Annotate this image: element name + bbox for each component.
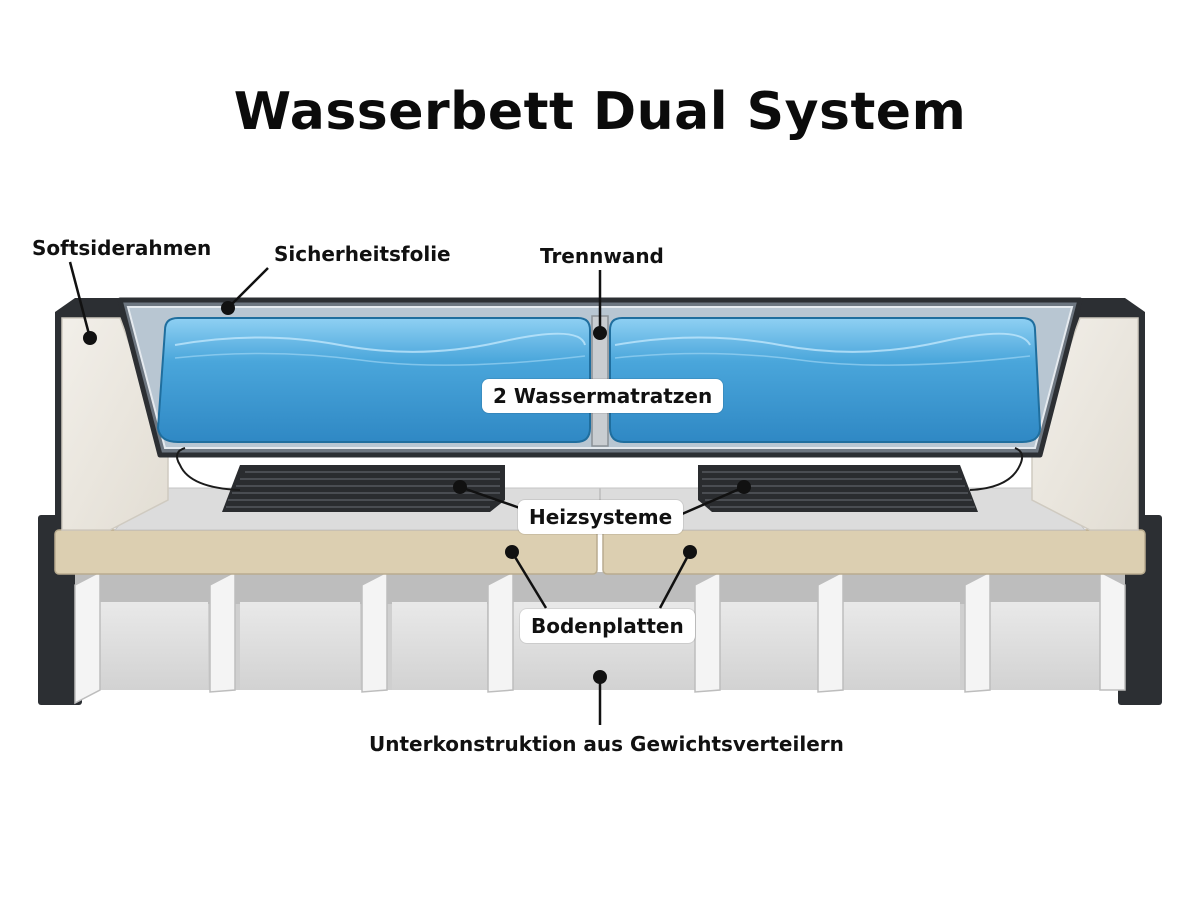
diagram-title: Wasserbett Dual System: [233, 82, 967, 142]
label-water-mattresses: 2 Wassermatratzen: [482, 379, 724, 413]
callout-lines: [68, 261, 745, 725]
weight-distributor-boards: [74, 570, 1126, 705]
heater-left: [222, 465, 505, 512]
label-heating-systems: Heizsysteme: [518, 500, 684, 534]
heater-cable-left: [175, 447, 241, 491]
label-safety-foil: Sicherheitsfolie: [274, 242, 451, 266]
label-softside-frame: Softsiderahmen: [32, 236, 212, 260]
water-mattress-left: [156, 317, 591, 443]
label-divider: Trennwand: [540, 244, 664, 268]
heater-cable-right: [969, 447, 1024, 491]
softside-frame-left: [61, 317, 169, 531]
label-substructure: Unterkonstruktion aus Gewichtsverteilern: [369, 732, 844, 756]
callout-dots: [83, 301, 751, 684]
softside-frame-right: [1031, 317, 1139, 531]
label-floor-panels: Bodenplatten: [520, 609, 695, 643]
heater-right: [698, 465, 978, 512]
